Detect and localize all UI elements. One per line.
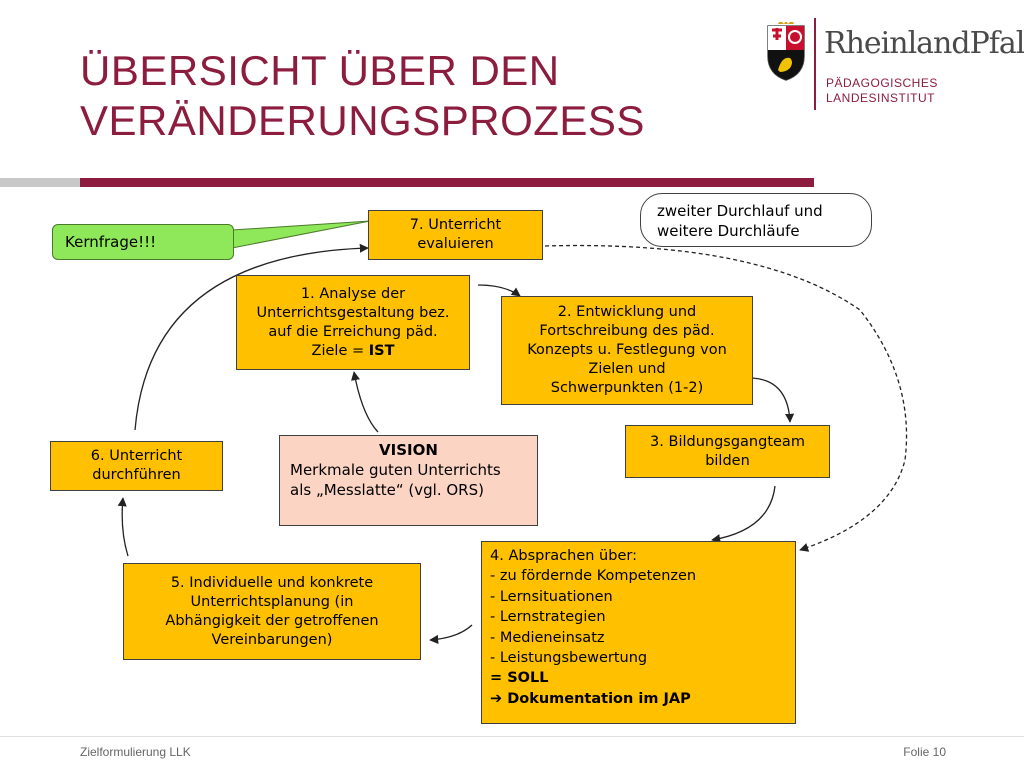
kernfrage-callout: Kernfrage!!! (52, 224, 234, 260)
step5-line3: Abhängigkeit der getroffenen (165, 612, 379, 629)
step4-soll-label: = SOLL (490, 670, 549, 687)
step5-box: 5. Individuelle und konkrete Unterrichts… (123, 563, 421, 660)
arrow-step5-to-step6 (117, 497, 129, 557)
step4-line3: - Lernsituationen (490, 588, 613, 605)
logo-subtitle: PÄDAGOGISCHES LANDESINSTITUT (826, 76, 938, 106)
step2-line2: Fortschreibung des päd. (539, 323, 715, 339)
arrow-vision-to-step1 (351, 371, 379, 433)
step3-line1: 3. Bildungsgangteam (650, 433, 805, 450)
slide-title: ÜBERSICHT ÜBER DEN VERÄNDERUNGSPROZESS (80, 46, 720, 146)
vision-heading: VISION (379, 441, 438, 459)
step2-line4: Zielen und (588, 361, 666, 377)
step7-line1: 7. Unterricht (409, 217, 502, 233)
logo-subtitle-line1: PÄDAGOGISCHES (826, 76, 938, 90)
step4-box: 4. Absprachen über: - zu fördernde Kompe… (481, 541, 796, 724)
slide-number: Folie 10 (903, 745, 946, 759)
step5-line2: Unterrichtsplanung (in (190, 593, 354, 610)
step1-line2: Unterrichtsgestaltung bez. (256, 304, 450, 321)
step2-line3: Konzepts u. Festlegung von (527, 342, 727, 358)
kernfrage-callout-pointer (231, 220, 371, 249)
arrow-step2-to-step3 (751, 377, 795, 423)
step1-box: 1. Analyse der Unterrichtsgestaltung bez… (236, 275, 470, 370)
step6-line1: 6. Unterricht (90, 448, 183, 464)
step3-box: 3. Bildungsgangteam bilden (625, 425, 830, 478)
logo-divider (814, 18, 816, 110)
second-run-note-line2: weitere Durchläufe (657, 222, 800, 240)
step3-line2: bilden (705, 452, 750, 469)
step6-box: 6. Unterricht durchführen (50, 441, 223, 491)
arrow-step1-to-step2 (477, 284, 521, 297)
slide-title-line1: ÜBERSICHT ÜBER DEN (80, 47, 560, 94)
step1-line3: auf die Erreichung päd. (268, 323, 438, 340)
second-run-note-line1: zweiter Durchlauf und (657, 202, 823, 220)
step2-line5: Schwerpunkten (1-2) (550, 380, 704, 396)
logo-wordmark: RheinlandPfalz (824, 26, 1024, 61)
step4-line5: - Medieneinsatz (490, 629, 605, 646)
step1-line4-text: Ziele = (311, 342, 369, 359)
step6-line2: durchführen (92, 467, 181, 483)
right-arrow-icon: ➔ (490, 690, 503, 707)
step4-line8-text: Dokumentation im JAP (502, 690, 691, 707)
arrow-step4-to-step5 (429, 624, 473, 644)
step5-line1: 5. Individuelle und konkrete (170, 574, 374, 591)
step4-line8: ➔ Dokumentation im JAP (490, 689, 787, 709)
arrow-step3-to-step4 (711, 485, 776, 544)
step4-line4: - Lernstrategien (490, 609, 606, 626)
second-run-note: zweiter Durchlauf und weitere Durchläufe (640, 193, 872, 247)
footer-title: Zielformulierung LLK (80, 745, 191, 759)
step1-ist-label: IST (368, 342, 395, 359)
step1-line4: Ziele = IST (237, 342, 469, 361)
coat-of-arms-icon (767, 22, 805, 81)
title-rule-accent (80, 178, 814, 187)
step2-line1: 2. Entwicklung und (557, 304, 697, 320)
slide-title-line2: VERÄNDERUNGSPROZESS (80, 97, 645, 144)
step4-line6: - Leistungsbewertung (490, 650, 648, 667)
step5-line4: Vereinbarungen) (211, 631, 333, 648)
step2-box: 2. Entwicklung und Fortschreibung des pä… (501, 296, 753, 405)
title-rule-grey (0, 178, 80, 187)
vision-line1: Merkmale guten Unterrichts (290, 461, 501, 479)
footer-divider (0, 736, 1024, 737)
step7-line2: evaluieren (417, 236, 494, 252)
logo-subtitle-line2: LANDESINSTITUT (826, 91, 936, 105)
step4-line1: 4. Absprachen über: (490, 548, 637, 564)
step1-line1: 1. Analyse der (300, 285, 406, 302)
step4-line2: - zu fördernde Kompetenzen (490, 568, 697, 585)
step7-box: 7. Unterricht evaluieren (368, 210, 543, 260)
vision-line2: als „Messlatte“ (vgl. ORS) (290, 481, 484, 499)
vision-box: VISION Merkmale guten Unterrichts als „M… (279, 435, 538, 526)
